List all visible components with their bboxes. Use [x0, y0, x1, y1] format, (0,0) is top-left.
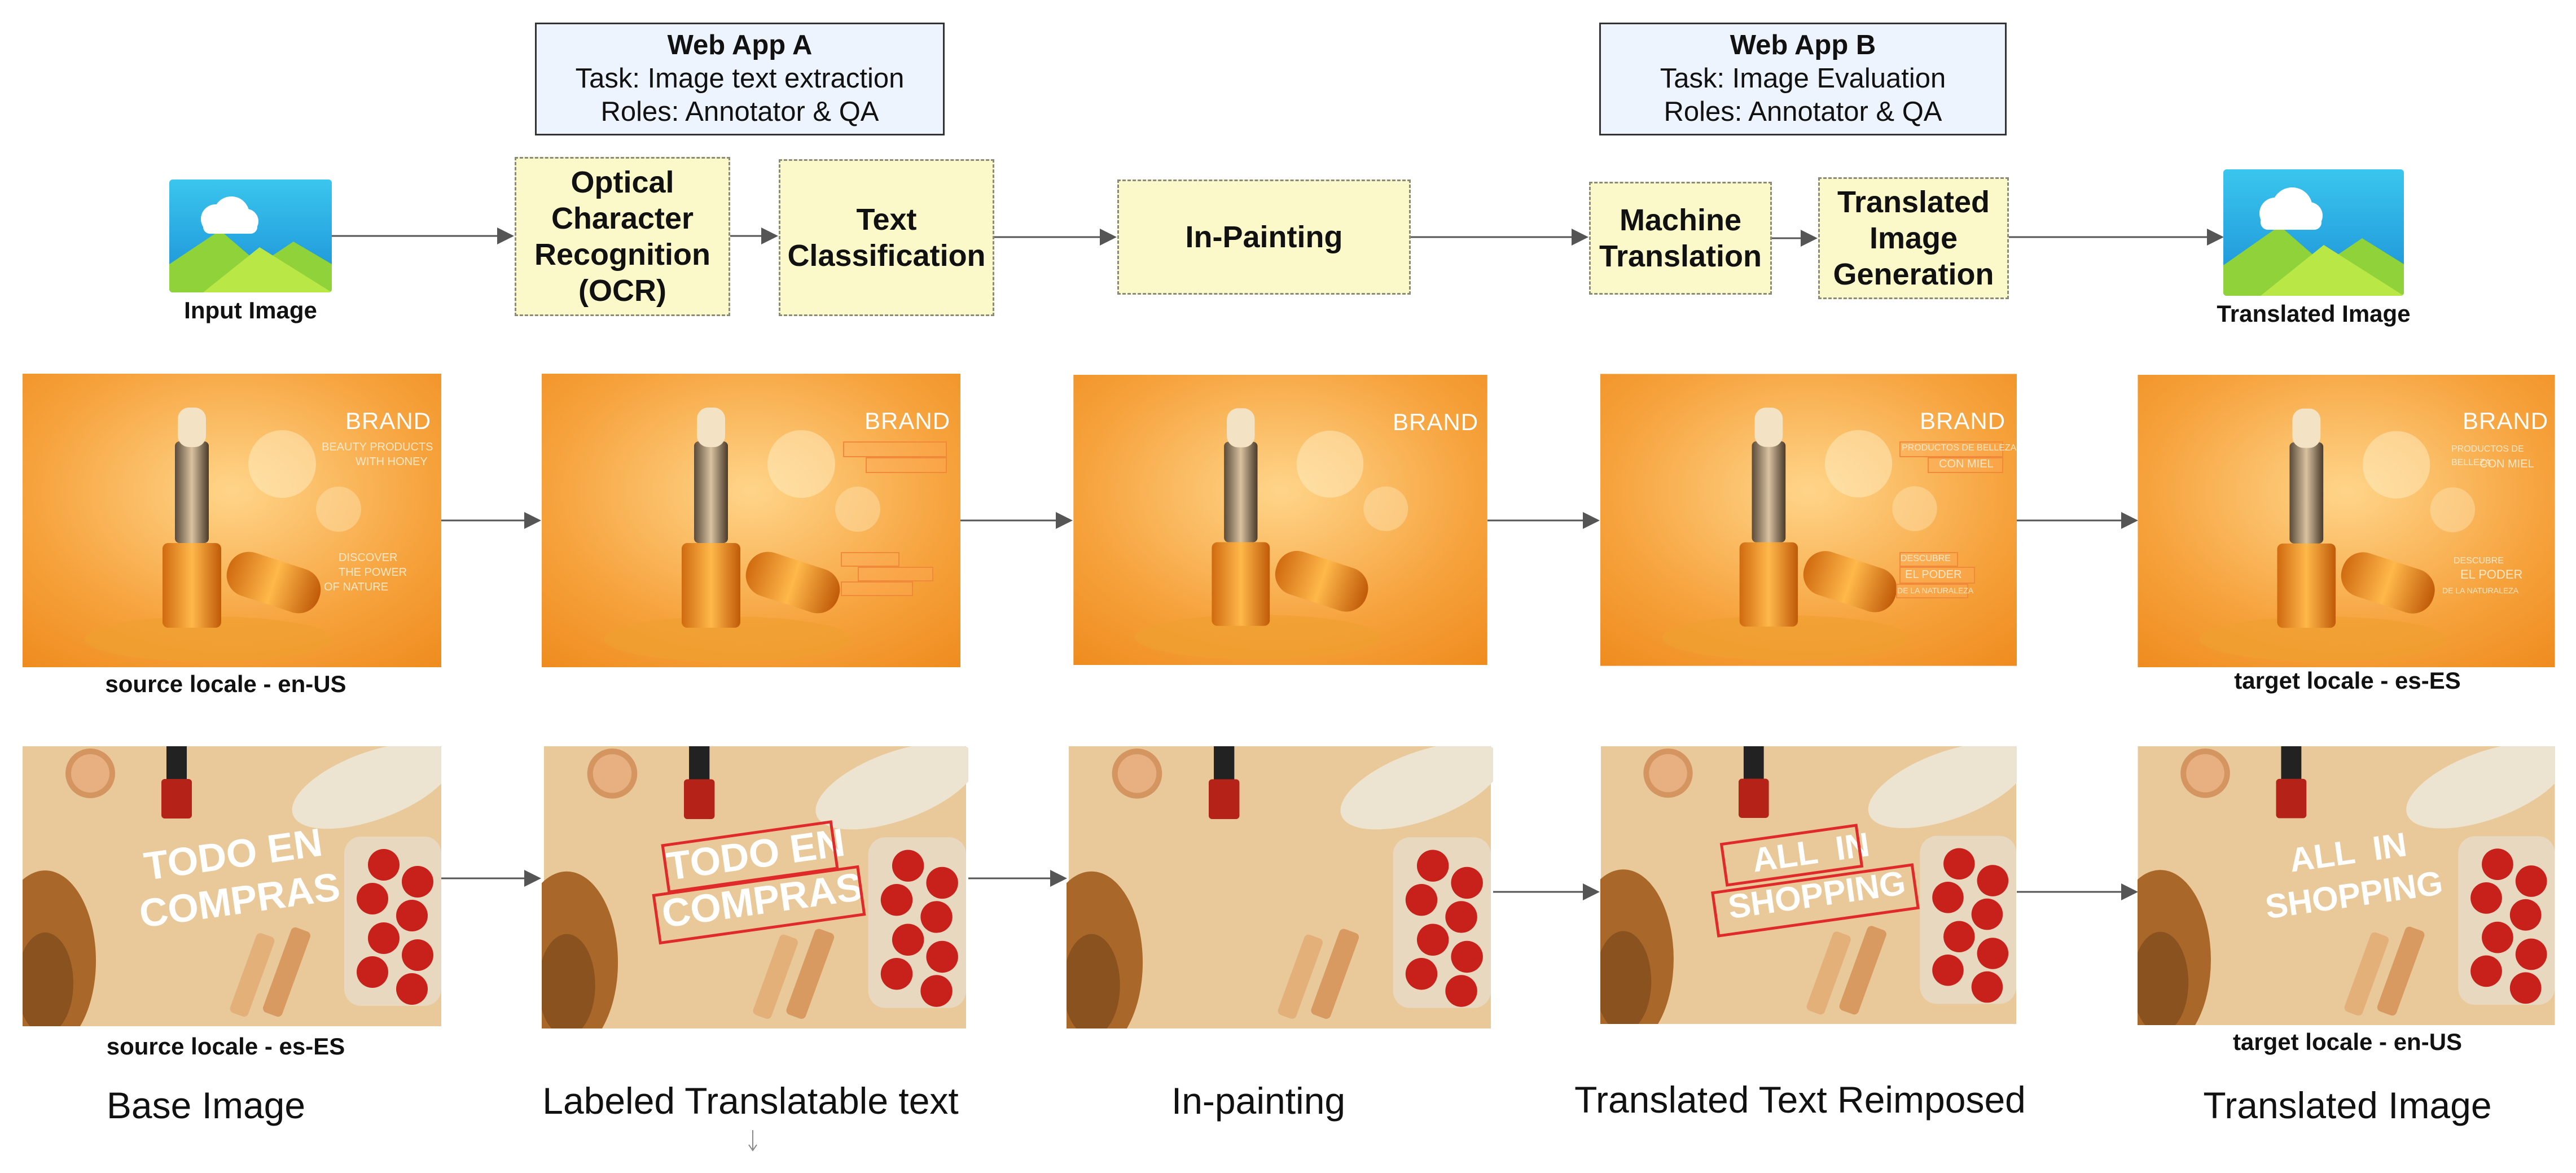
label-box	[858, 567, 933, 581]
web-app-b-box: Web App B Task: Image Evaluation Roles: …	[1599, 23, 2007, 135]
row1-inpainted-image: BRAND	[1073, 375, 1487, 665]
row2-translated-image: ALL IN SHOPPING	[2138, 746, 2555, 1025]
row2-labeled-image: TODO EN COMPRAS	[542, 746, 968, 1028]
web-app-b-task: Task: Image Evaluation	[1660, 63, 1946, 94]
row1-base-image: BRAND BEAUTY PRODUCTS WITH HONEY DISCOVE…	[23, 374, 441, 667]
web-app-a-roles: Roles: Annotator & QA	[600, 97, 879, 127]
step-in-painting: In-Painting	[1117, 180, 1411, 295]
label-box	[1928, 457, 2003, 473]
row1-target-locale: target locale - es-ES	[2234, 667, 2461, 694]
row2-target-locale: target locale - en-US	[2232, 1028, 2463, 1055]
step-ocr: Optical Character Recognition (OCR)	[515, 157, 730, 316]
row2-reimposed-image: ALL IN SHOPPING	[1600, 746, 2017, 1024]
label-box	[1899, 567, 1975, 584]
label-box	[866, 457, 947, 473]
web-app-b-roles: Roles: Annotator & QA	[1664, 97, 1942, 127]
web-app-a-title: Web App A	[667, 30, 813, 60]
step-text-classification: Text Classification	[779, 159, 994, 316]
footer-reimposed: Translated Text Reimposed	[1574, 1079, 2026, 1121]
label-box	[841, 552, 899, 567]
step-machine-translation: Machine Translation	[1589, 182, 1772, 295]
footer-base-image: Base Image	[106, 1084, 306, 1126]
label-box	[1899, 441, 2003, 457]
input-image-icon	[169, 180, 332, 292]
row2-base-image: TODO EN COMPRAS	[23, 746, 441, 1026]
row2-inpainted-image	[1067, 746, 1493, 1028]
web-app-b-title: Web App B	[1730, 30, 1876, 60]
row1-labeled-image: BRAND	[542, 374, 960, 667]
label-box	[841, 581, 913, 596]
row1-reimposed-image: BRAND PRODUCTOS DE BELLEZA CON MIEL DESC…	[1600, 374, 2017, 666]
row1-translated-image: BRAND PRODUCTOS DE BELLEZA CON MIEL DESC…	[2138, 375, 2555, 667]
footer-labeled-text: Labeled Translatable text	[542, 1080, 959, 1122]
footer-in-painting: In-painting	[1171, 1080, 1346, 1122]
row2-source-locale: source locale - es-ES	[106, 1033, 345, 1060]
step-translated-image-generation: Translated Image Generation	[1818, 177, 2009, 299]
web-app-a-task: Task: Image text extraction	[575, 63, 905, 94]
web-app-a-box: Web App A Task: Image text extraction Ro…	[535, 23, 945, 135]
translated-image-icon	[2223, 169, 2404, 296]
translated-image-label: Translated Image	[2217, 300, 2411, 327]
input-image-label: Input Image	[184, 297, 317, 323]
footer-translated-image: Translated Image	[2203, 1084, 2492, 1126]
label-box	[1896, 584, 1968, 598]
label-box	[1899, 552, 1958, 567]
row1-source-locale: source locale - en-US	[105, 671, 346, 697]
label-box	[843, 441, 947, 457]
